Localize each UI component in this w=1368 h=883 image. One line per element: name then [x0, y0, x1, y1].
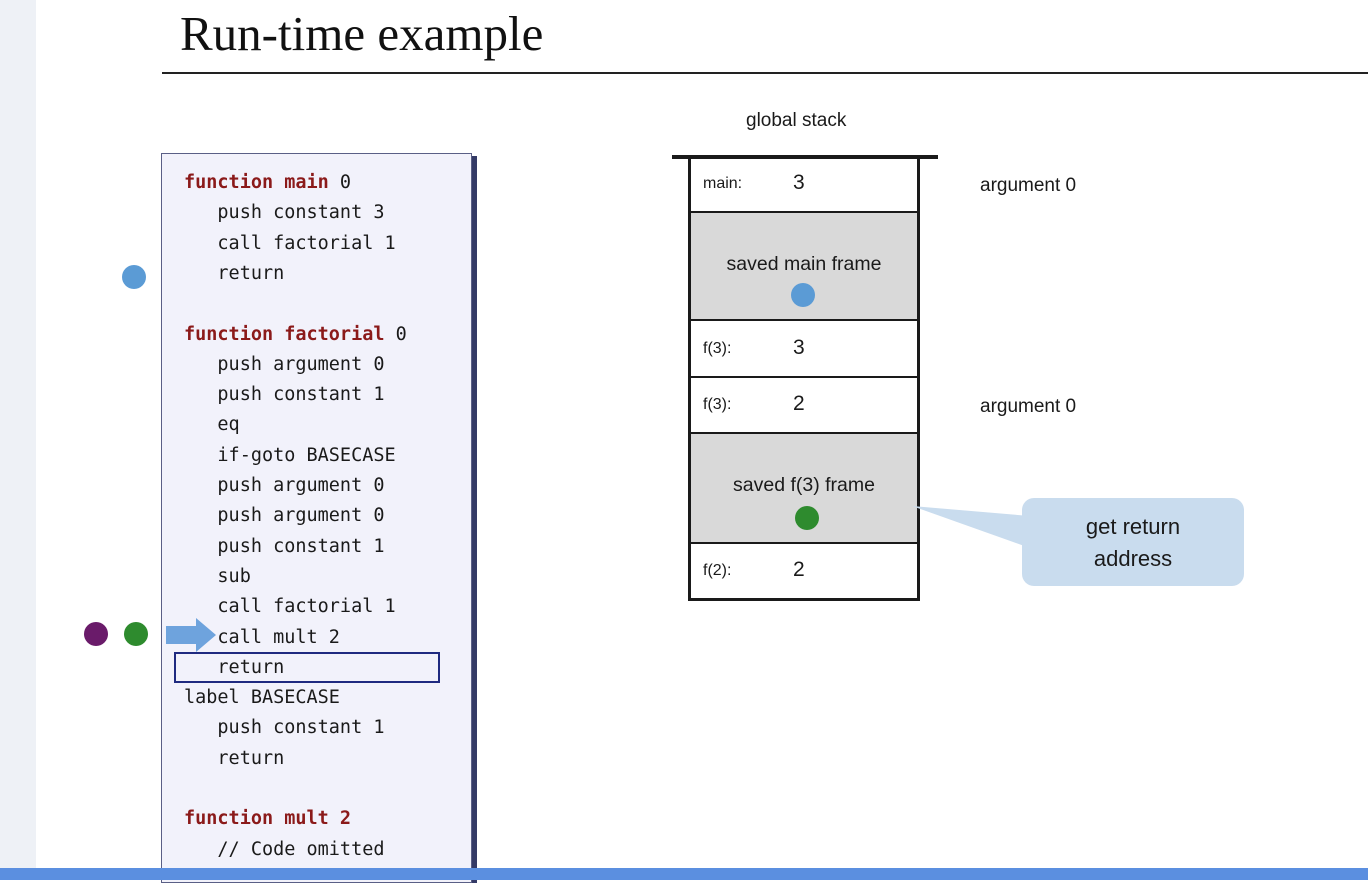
code-line: return	[184, 262, 285, 284]
stack-cell-value: 2	[793, 558, 805, 581]
get-return-address-callout: get return address	[1022, 498, 1244, 586]
stack-cell-f3-arg: f(3): 3	[691, 321, 917, 378]
code-line: // Code omitted	[184, 838, 385, 860]
stack-cell-label: f(3):	[703, 340, 732, 357]
code-line: push constant 1	[184, 717, 385, 739]
return-point-blue-dot	[122, 265, 146, 289]
code-line: call factorial 1	[184, 596, 396, 618]
saved-main-frame: saved main frame	[691, 213, 917, 321]
argument-0-note: argument 0	[980, 396, 1077, 417]
saved-f3-frame: saved f(3) frame	[691, 434, 917, 544]
code-line: push constant 1	[184, 535, 385, 557]
code-line: return	[184, 747, 285, 769]
code-line: call factorial 1	[184, 232, 396, 254]
frame-label: saved main frame	[726, 253, 882, 275]
saved-f3-frame-green-dot	[795, 506, 819, 530]
caller-purple-dot	[84, 622, 108, 646]
current-return-highlight	[174, 652, 440, 683]
code-line: function factorial 0	[184, 320, 407, 350]
global-stack: main: 3 saved main frame f(3): 3 f(3): 2…	[688, 157, 920, 601]
code-rest: 0	[384, 323, 407, 345]
stack-cell-f2: f(2): 2	[691, 544, 917, 598]
code-line: push argument 0	[184, 475, 385, 496]
argument-0-note: argument 0	[980, 175, 1077, 196]
code-keyword: function factorial	[184, 323, 385, 345]
code-line: push constant 1	[184, 384, 385, 406]
code-line: function main 0	[184, 168, 351, 198]
code-line: push constant 3	[184, 202, 385, 224]
code-line: eq	[184, 414, 240, 436]
stack-cell-label: main:	[703, 175, 743, 192]
code-rest: 0	[328, 172, 352, 193]
callout-line-1: get return	[1085, 514, 1181, 539]
current-line-arrow-icon	[166, 618, 216, 652]
code-line: return	[184, 656, 285, 678]
stack-top-line	[672, 155, 938, 159]
left-margin-strip	[0, 0, 36, 868]
code-line: push argument 0	[184, 353, 385, 375]
stack-cell-label: f(2):	[703, 562, 732, 579]
code-line: call mult 2	[184, 626, 340, 648]
stack-label: global stack	[746, 110, 847, 131]
code-line: function mult 2	[184, 804, 351, 834]
stack-cell-main: main: 3	[691, 157, 917, 213]
code-keyword: function mult 2	[184, 808, 352, 830]
frame-label: saved f(3) frame	[733, 474, 875, 496]
saved-main-frame-blue-dot	[791, 283, 815, 307]
code-line: push argument 0	[184, 505, 385, 527]
stack-cell-f3-value: f(3): 2	[691, 378, 917, 434]
stack-cell-label: f(3):	[703, 396, 732, 413]
bottom-progress-bar	[0, 868, 1368, 880]
code-line: label BASECASE	[184, 687, 340, 709]
code-panel: function main 0 push constant 3 call fac…	[161, 153, 472, 883]
stack-cell-value: 2	[793, 392, 805, 415]
code-line: sub	[184, 565, 251, 587]
code-line: if-goto BASECASE	[184, 444, 396, 466]
callout-line-2: address	[1093, 546, 1173, 571]
code-keyword: function main	[184, 172, 329, 193]
title-underline	[162, 72, 1368, 74]
stack-cell-value: 3	[793, 171, 805, 194]
stack-cell-value: 3	[793, 336, 805, 359]
slide-title: Run-time example	[180, 6, 544, 61]
caller-green-dot	[124, 622, 148, 646]
